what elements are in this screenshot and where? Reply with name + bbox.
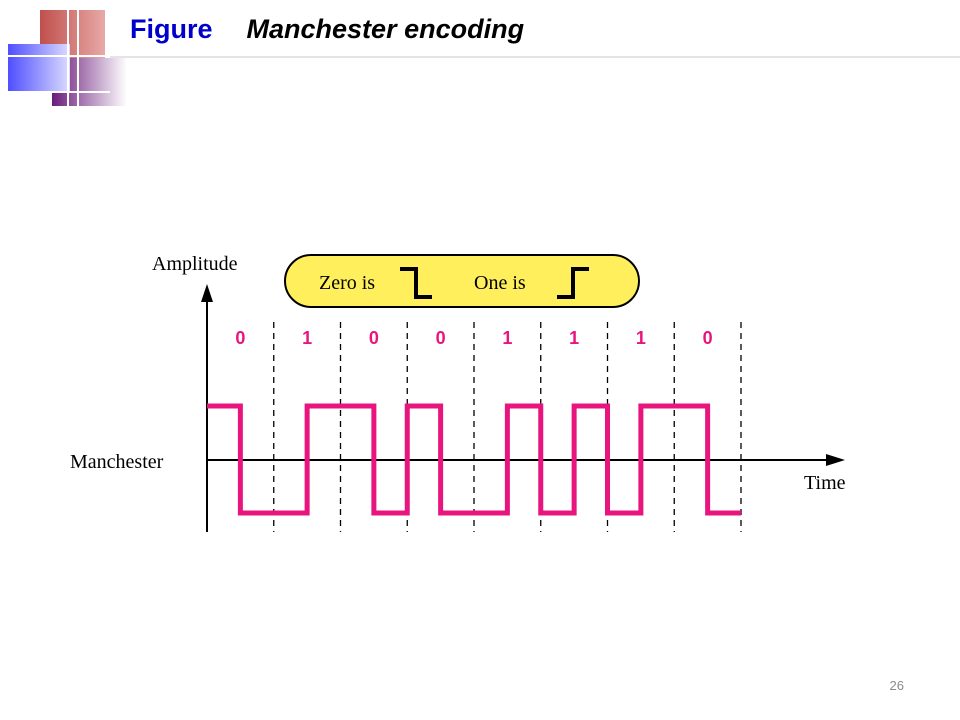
corner-decoration (0, 0, 127, 110)
legend-zero-transition-icon (400, 267, 432, 299)
title-prefix: Figure (130, 14, 213, 44)
legend-pill (284, 254, 640, 308)
bit-label: 0 (703, 328, 713, 348)
bit-label: 0 (369, 328, 379, 348)
bit-label: 0 (436, 328, 446, 348)
bit-label: 1 (636, 328, 646, 348)
legend-box: Zero is One is (284, 254, 640, 308)
bit-label: 1 (502, 328, 512, 348)
x-axis-label: Time (804, 472, 846, 494)
x-axis-arrow-icon (826, 454, 845, 466)
bit-label: 1 (569, 328, 579, 348)
title-text: Manchester encoding (246, 14, 525, 44)
legend-zero-label: Zero is (319, 272, 375, 294)
legend-one-label: One is (474, 272, 526, 294)
title-divider (110, 56, 960, 58)
bit-label: 1 (302, 328, 312, 348)
deco-blue-square (8, 44, 70, 92)
slide-title: Figure Manchester encoding (130, 14, 524, 54)
signal-label: Manchester (70, 451, 164, 473)
y-axis-arrow-icon (201, 284, 213, 302)
y-axis-label: Amplitude (152, 253, 238, 275)
bit-labels: 0 1 0 0 1 1 1 0 (235, 328, 712, 348)
legend-one-transition-icon (557, 267, 589, 299)
slide-number: 26 (889, 678, 904, 693)
bit-label: 0 (235, 328, 245, 348)
manchester-signal (207, 403, 741, 516)
